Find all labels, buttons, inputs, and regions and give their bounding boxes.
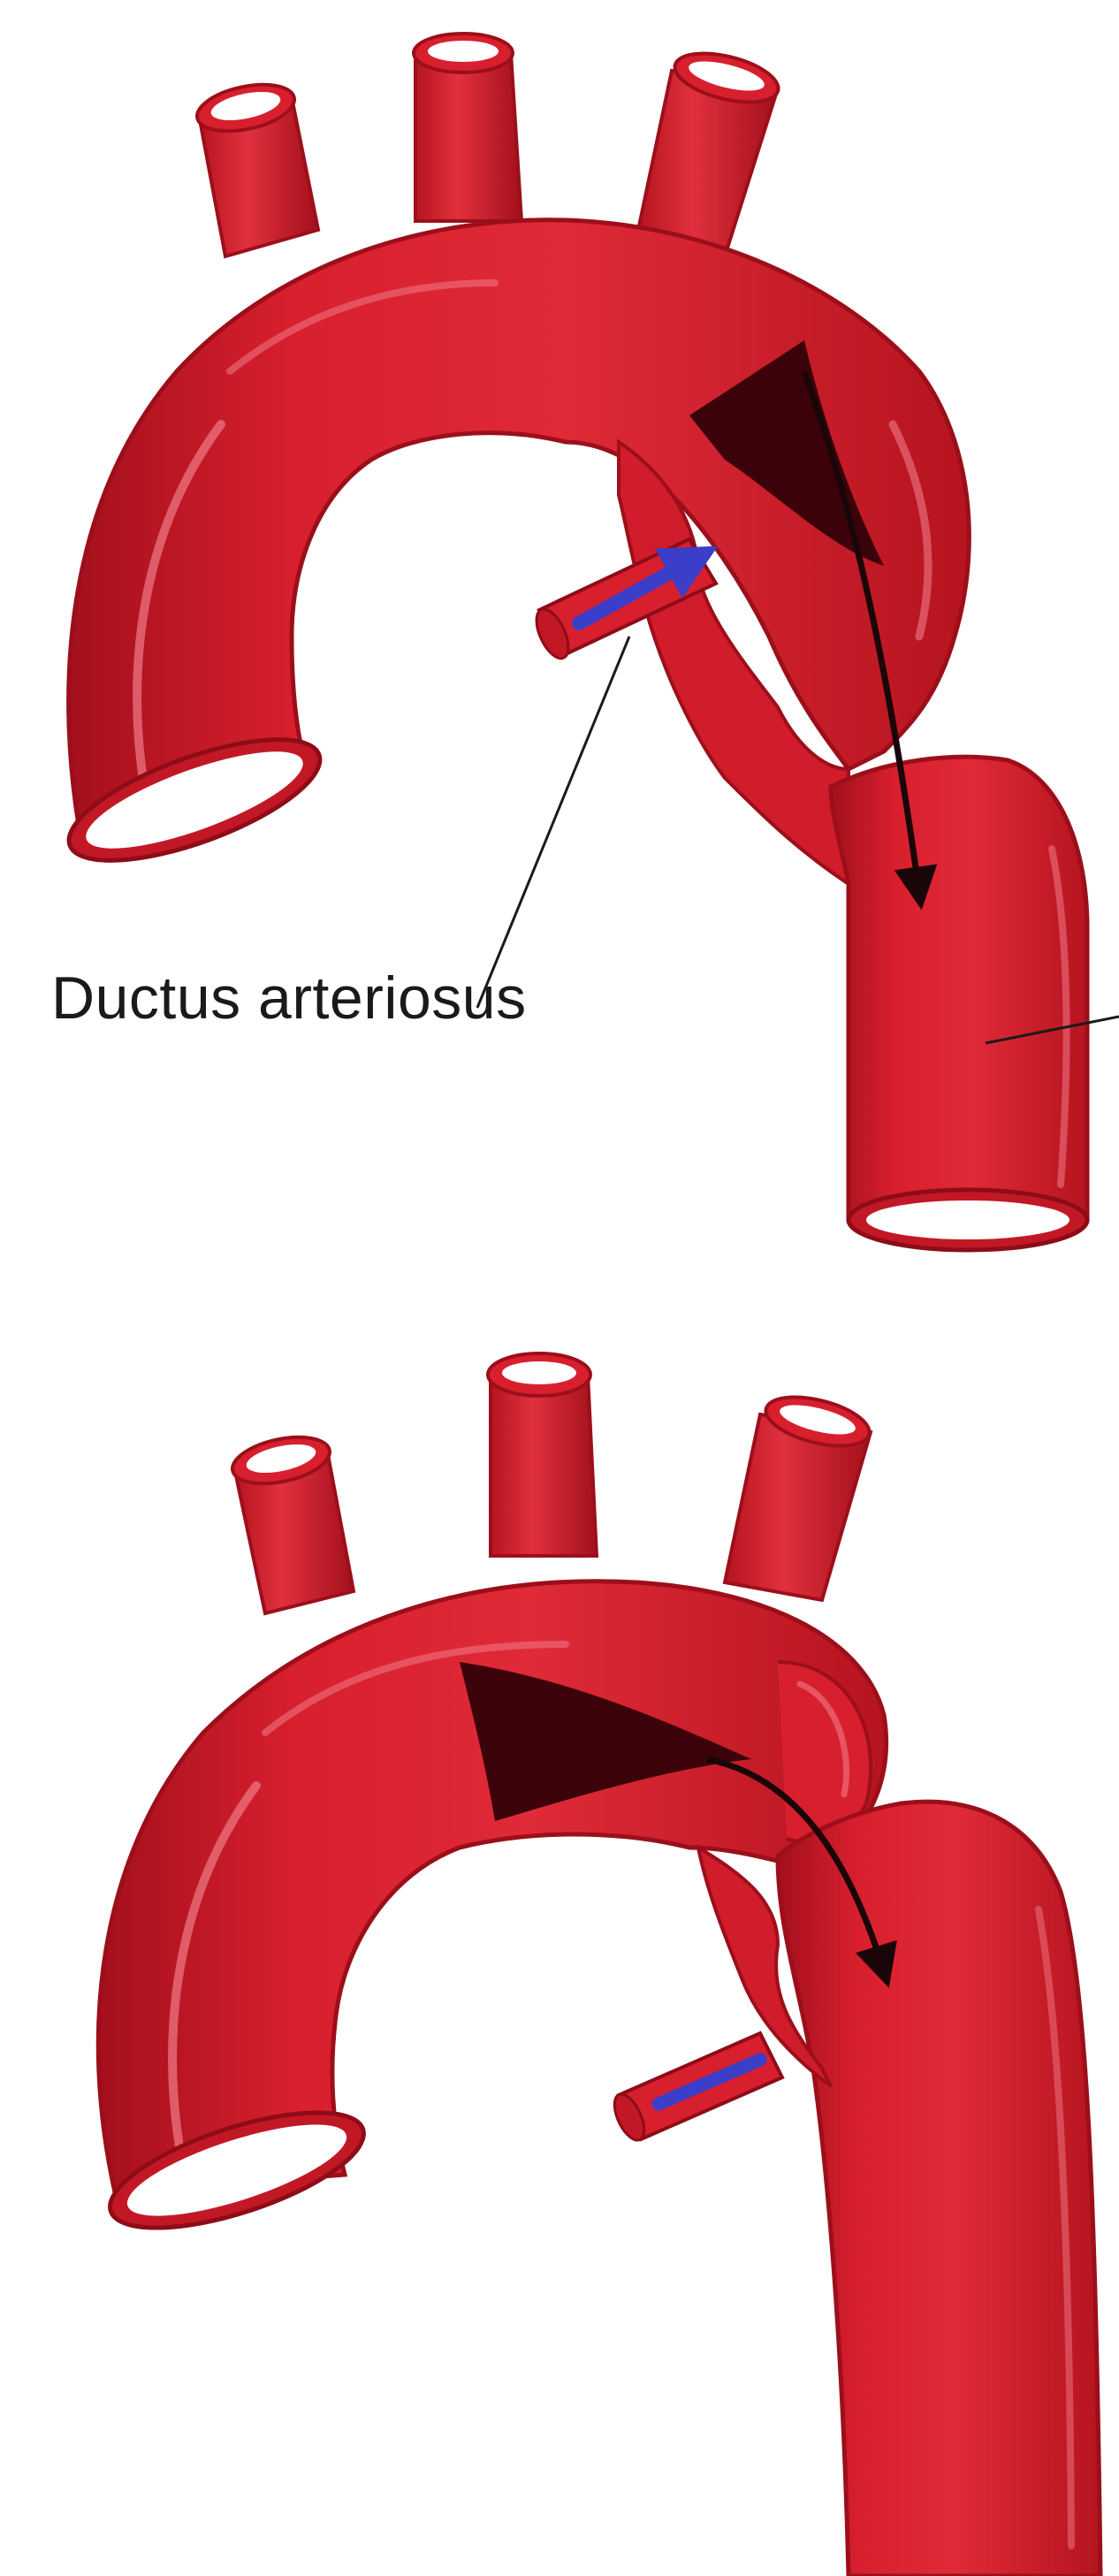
ductus-arteriosus-label: Ductus arteriosus bbox=[51, 964, 527, 1033]
left-subclavian-branch bbox=[636, 44, 783, 256]
descending-aorta bbox=[778, 1802, 1100, 2576]
left-subclavian-branch bbox=[725, 1388, 874, 1600]
descending-aorta bbox=[831, 757, 1087, 1250]
top-panel bbox=[56, 34, 1119, 1250]
left-carotid-branch bbox=[414, 34, 521, 221]
brachiocephalic-branch bbox=[193, 77, 318, 256]
left-carotid-branch bbox=[488, 1353, 597, 1556]
bottom-panel bbox=[98, 1353, 1100, 2576]
ductus-arteriosus-stub bbox=[608, 2033, 782, 2145]
ductus-leader-line bbox=[477, 636, 629, 1008]
brachiocephalic-branch bbox=[228, 1429, 354, 1613]
